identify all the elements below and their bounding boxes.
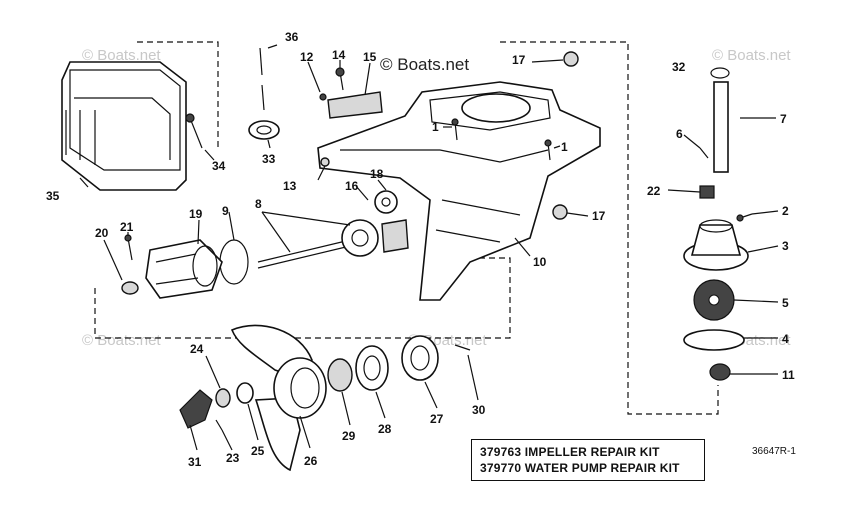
callout-8: 8 [255,197,262,211]
bracket-propshaft [94,257,511,339]
callout-4: 4 [782,332,789,346]
part-bearing-27 [401,335,439,381]
callout-9: 9 [222,204,229,218]
part-cover-plate-15 [327,91,383,119]
part-plate-4 [683,329,745,351]
part-bearing-16 [381,219,409,253]
part-propeller-26 [230,324,327,472]
part-bearing-housing-19 [145,239,223,299]
part-o-ring-32 [710,67,730,79]
drawing-reference-number: 36647R-1 [752,446,796,457]
part-cone-nut-31 [179,389,213,429]
callout-7: 7 [780,112,787,126]
callout-numbers: 36 12 14 15 17 32 7 1 1 6 34 33 13 16 18… [46,30,795,469]
part-screw-34 [185,113,203,149]
callout-33: 33 [262,152,276,166]
callout-24: 24 [190,342,204,356]
part-bushing-20 [121,281,139,295]
callout-13: 13 [283,179,297,193]
callout-19: 19 [189,207,203,221]
part-plug-17-top [563,51,579,67]
part-gearcase-10 [317,81,601,301]
kit-water-pump-repair: 379770 WATER PUMP REPAIR KIT [480,461,680,475]
part-tube-7 [713,81,729,173]
part-pump-housing-3 [683,219,749,271]
callout-5: 5 [782,296,789,310]
callout-10: 10 [533,255,547,269]
callout-17-side: 17 [592,209,606,223]
part-thrust-bushing-29 [327,358,353,392]
callout-25: 25 [251,444,265,458]
part-grommet-22 [699,185,715,199]
callout-18: 18 [370,167,384,181]
callout-2: 2 [782,204,789,218]
part-exhaust-housing [61,61,187,191]
callout-27: 27 [430,412,444,426]
callout-16: 16 [345,179,359,193]
part-plug-17-side [552,204,568,220]
watermark-mid-left: © Boats.net [82,332,161,349]
callout-6: 6 [676,127,683,141]
bracket-gearcase [500,41,629,232]
callout-23: 23 [226,451,240,465]
callout-28: 28 [378,422,392,436]
part-screw-2 [736,213,753,222]
repair-kit-box: 379763 IMPELLER REPAIR KIT 379770 WATER … [471,439,705,481]
part-forward-gear-28 [355,345,389,391]
kit-impeller-repair: 379763 IMPELLER REPAIR KIT [480,445,660,459]
callout-3: 3 [782,239,789,253]
watermark-top-left: © Boats.net [82,47,161,64]
callout-32: 32 [672,60,686,74]
leader-lines [79,44,779,451]
callout-26: 26 [304,454,318,468]
callout-30: 30 [472,403,486,417]
part-screw-1-left [451,118,459,141]
callout-21: 21 [120,220,134,234]
part-cotter-pin-23 [215,419,223,431]
part-shaft-gear-8 [257,219,379,269]
callout-34: 34 [212,159,226,173]
bracket-water-pump [627,232,719,415]
callout-1-right: 1 [561,140,568,154]
part-screws-12-14 [319,67,345,101]
watermark-top-right: © Boats.net [712,47,791,64]
callout-36: 36 [285,30,299,44]
part-gear-18 [374,190,398,214]
part-nut-13 [320,157,330,167]
callout-1-left: 1 [432,120,439,134]
callout-29: 29 [342,429,356,443]
callout-17-top: 17 [512,53,526,67]
callout-15: 15 [363,50,377,64]
bracket-exhaust-housing [137,41,219,150]
part-impeller-5 [693,279,735,321]
part-o-ring-9 [219,239,249,285]
callout-31: 31 [188,455,202,469]
part-screw-1-right [544,139,552,161]
callout-22: 22 [647,184,661,198]
part-spacer-25 [236,382,254,404]
part-washer-24 [215,388,231,408]
callout-20: 20 [95,226,109,240]
part-seal-33 [248,120,280,140]
part-pin-6 [699,147,709,159]
part-liner-11 [709,363,731,381]
part-screw-21 [124,234,133,261]
part-pins-36 [259,47,265,111]
callout-12: 12 [300,50,314,64]
callout-11: 11 [782,368,795,382]
callout-35: 35 [46,189,60,203]
part-pin-30 [454,344,471,351]
callout-14: 14 [332,48,346,62]
watermark-main: © Boats.net [380,55,469,74]
